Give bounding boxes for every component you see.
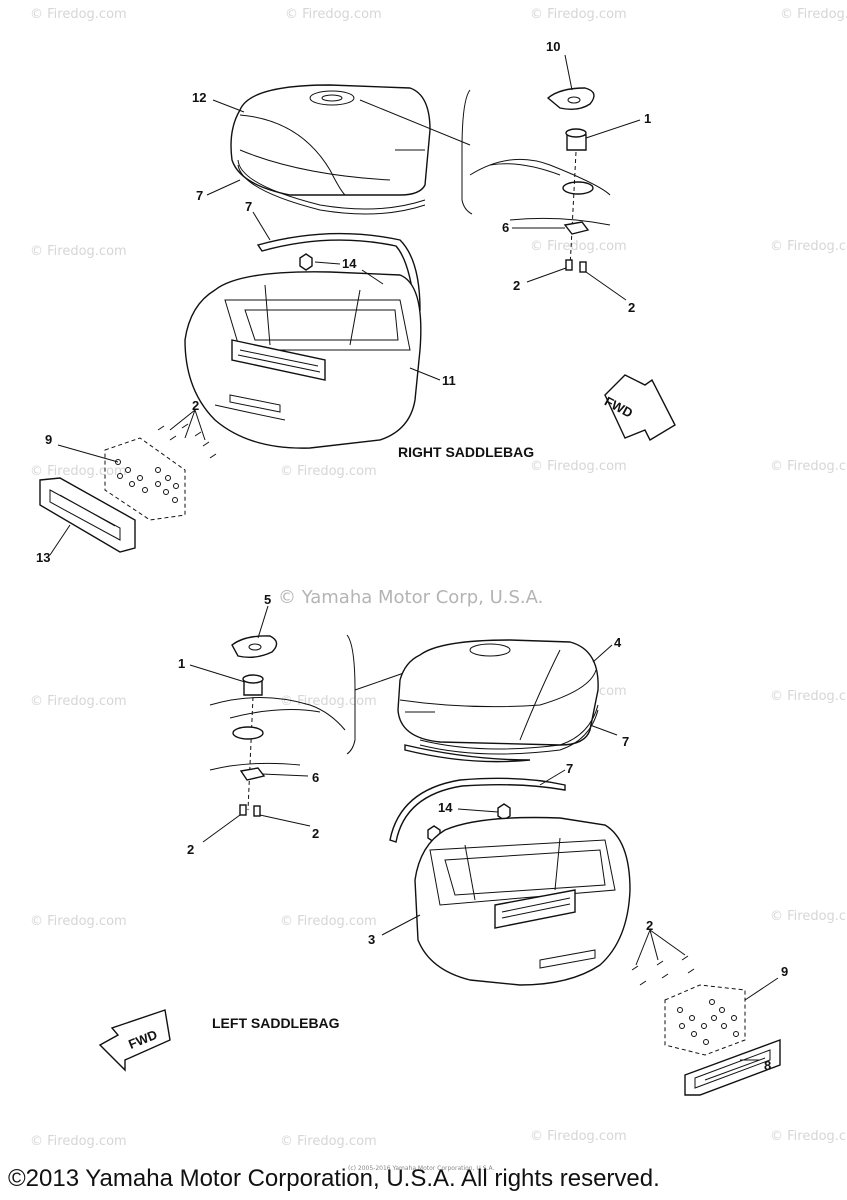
watermark: © Firedog.com bbox=[285, 7, 382, 22]
nut-icon bbox=[497, 803, 511, 821]
left-reflector-part-8 bbox=[684, 1038, 781, 1096]
callout-5: 5 bbox=[264, 592, 271, 607]
watermark: © Firedog.com bbox=[530, 1129, 627, 1144]
callout-10: 10 bbox=[546, 39, 560, 54]
right-reflector-part-13 bbox=[39, 477, 136, 553]
watermark: © Firedog.com bbox=[30, 7, 127, 22]
right-seal-part-7 bbox=[237, 159, 426, 210]
left-seal-strip-part-7 bbox=[389, 777, 566, 843]
small-credit-text: (c) 2005-2016 Yamaha Motor Corporation, … bbox=[348, 1165, 494, 1172]
nut-icon bbox=[299, 253, 313, 271]
watermark: © Firedog.com bbox=[530, 7, 627, 22]
left-bracket-outline bbox=[346, 634, 356, 755]
screw-icon bbox=[565, 259, 587, 273]
credit-text: © Yamaha Motor Corp, U.S.A. bbox=[278, 587, 543, 608]
left-plate-part-6 bbox=[239, 767, 266, 781]
left-seal-part-7 bbox=[419, 704, 599, 750]
callout-9: 9 bbox=[781, 964, 788, 979]
callout-1: 1 bbox=[178, 656, 185, 671]
watermark: © Firedog.com bbox=[770, 1129, 847, 1144]
right-bag-body-part-11 bbox=[184, 271, 422, 449]
watermark: © Firedog.com bbox=[30, 694, 127, 709]
callout-1: 1 bbox=[644, 111, 651, 126]
callout-2: 2 bbox=[646, 918, 653, 933]
callout-7: 7 bbox=[196, 188, 203, 203]
left-saddlebag-group: FWD 5 1 4 7 7 6 14 2 2 3 2 bbox=[98, 592, 788, 1096]
watermark: © Firedog.com bbox=[280, 1134, 377, 1149]
callout-4: 4 bbox=[614, 635, 622, 650]
callout-2: 2 bbox=[628, 300, 635, 315]
fwd-arrow-icon: FWD bbox=[98, 1009, 171, 1072]
callout-2: 2 bbox=[312, 826, 319, 841]
right-plate-part-6 bbox=[563, 221, 590, 235]
watermark: © Firedog.com bbox=[280, 464, 377, 479]
watermark: © Firedog.com bbox=[280, 694, 377, 709]
watermark: © Firedog.com bbox=[770, 239, 847, 254]
copyright-text: ©2013 Yamaha Motor Corporation, U.S.A. A… bbox=[8, 1165, 660, 1192]
left-lid-part-4 bbox=[397, 639, 599, 746]
callout-7: 7 bbox=[566, 761, 573, 776]
fwd-arrow-icon: FWD bbox=[602, 374, 676, 441]
callout-14: 14 bbox=[342, 256, 357, 271]
watermark-layer: © Firedog.com © Firedog.com © Firedog.co… bbox=[30, 7, 847, 1149]
watermark: © Firedog.com bbox=[770, 459, 847, 474]
watermark: © Firedog.com bbox=[30, 914, 127, 929]
callout-11: 11 bbox=[442, 373, 456, 388]
callout-8: 8 bbox=[764, 1058, 771, 1073]
right-saddlebag-caption: RIGHT SADDLEBAG bbox=[398, 444, 534, 460]
right-lock-part-1 bbox=[565, 128, 587, 151]
left-saddlebag-caption: LEFT SADDLEBAG bbox=[212, 1015, 340, 1031]
callout-2: 2 bbox=[192, 398, 199, 413]
callout-9: 9 bbox=[45, 432, 52, 447]
watermark: © Firedog.com bbox=[780, 7, 847, 22]
callout-12: 12 bbox=[192, 90, 206, 105]
watermark: © Firedog.com bbox=[530, 459, 627, 474]
callout-7: 7 bbox=[245, 199, 252, 214]
watermark: © Firedog.com bbox=[280, 914, 377, 929]
watermark: © Firedog.com bbox=[530, 239, 627, 254]
left-leaders bbox=[189, 605, 779, 1061]
callout-2: 2 bbox=[513, 278, 520, 293]
callout-14: 14 bbox=[438, 800, 453, 815]
watermark: © Firedog.com bbox=[30, 244, 127, 259]
callout-2: 2 bbox=[187, 842, 194, 857]
left-lock-part-1 bbox=[242, 674, 264, 696]
left-cap-part-5 bbox=[231, 635, 278, 659]
watermark: © Firedog.com bbox=[30, 464, 127, 479]
watermark: © Firedog.com bbox=[770, 909, 847, 924]
left-bracket-part-9 bbox=[631, 955, 746, 1056]
callout-3: 3 bbox=[368, 932, 375, 947]
callout-13: 13 bbox=[36, 550, 50, 565]
right-leaders bbox=[49, 54, 641, 556]
callout-6: 6 bbox=[312, 770, 319, 785]
watermark: © Firedog.com bbox=[30, 1134, 127, 1149]
right-bracket-outline bbox=[461, 89, 473, 215]
callout-6: 6 bbox=[502, 220, 509, 235]
right-lid-part-12 bbox=[230, 84, 431, 196]
right-saddlebag-group: FWD 10 1 12 7 7 6 14 2 2 bbox=[36, 39, 676, 565]
callout-7: 7 bbox=[622, 734, 629, 749]
watermark: © Firedog.com bbox=[770, 689, 847, 704]
screw-icon bbox=[239, 804, 261, 817]
left-bag-body-part-3 bbox=[414, 816, 631, 986]
right-cap-part-10 bbox=[546, 87, 595, 111]
